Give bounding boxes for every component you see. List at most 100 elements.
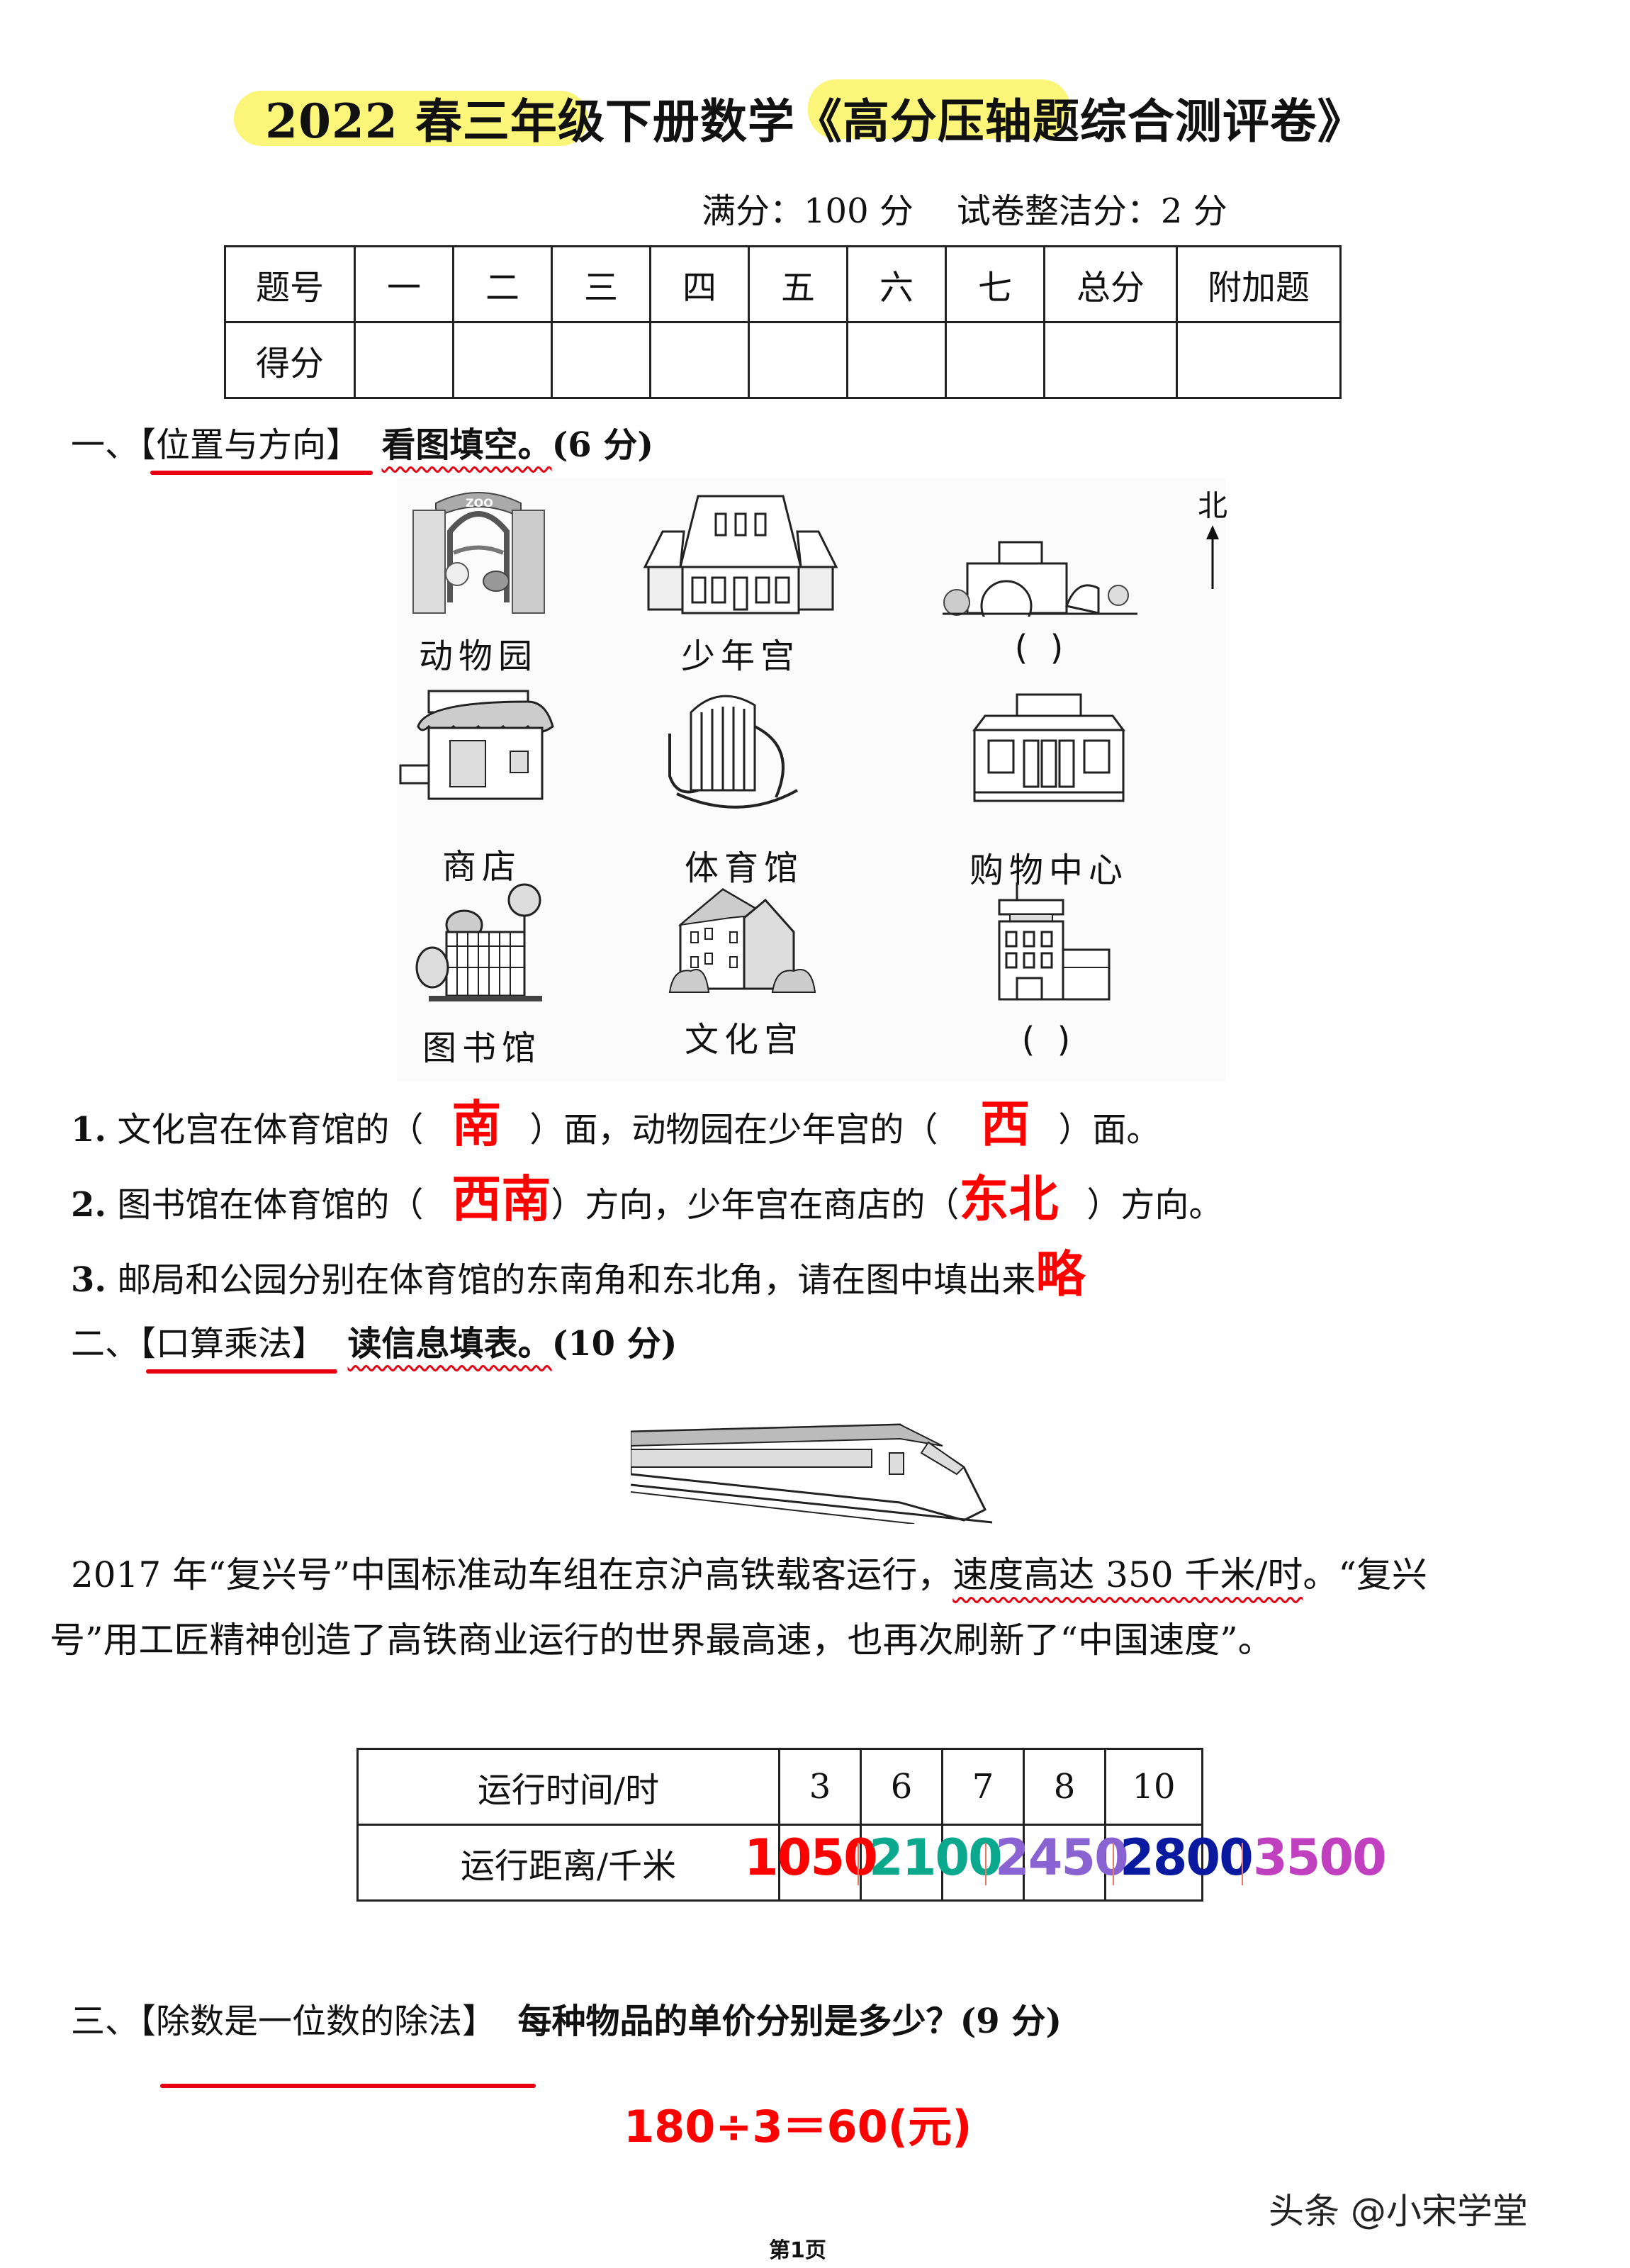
section1-heading: 一、【位置与方向】 看图填空。(6 分) [71,417,653,466]
page-number: 第1页 [769,2238,826,2263]
score-cell[interactable] [945,321,1045,399]
zoo-gate-icon: ZOO [412,492,545,614]
place-library: 图书馆 [400,882,563,1070]
section1-instruction: 看图填空。 [381,425,552,465]
north-arrow-icon [1206,525,1219,589]
divider [1242,1843,1243,1885]
col-6: 六 [846,245,947,323]
place-culture-palace: 文化宫 [659,882,829,1061]
paragraph-text-2: 。“复兴 [1303,1554,1427,1595]
place-shop: 商店 [397,684,567,888]
score-table: 题号 一 二 三 四 五 六 七 总分 附加题 得分 [224,245,1342,399]
place-label: 体育馆 [684,848,804,888]
section2-topic: 【口算乘法】 [139,1324,327,1364]
place-unknown-1: ( ) [928,482,1155,668]
distance-row-label: 运行距离/千米 [356,1824,780,1902]
distance-answer-5: 3500 [1253,1829,1387,1887]
col-2: 二 [452,245,553,323]
score-cell[interactable] [846,321,947,399]
col-5: 五 [748,245,848,323]
section1-number: 一、 [71,425,140,465]
section2-heading: 二、【口算乘法】 读信息填表。(10 分) [71,1315,678,1365]
place-label: 文化宫 [684,1020,804,1060]
score-cell[interactable] [452,321,553,399]
q1-answer-1[interactable]: 南 [451,1095,502,1153]
place-youth-palace: 少年宫 [638,482,843,678]
mall-icon [972,693,1125,802]
stadium-icon [668,695,798,809]
section2-points: (10 分) [551,1324,678,1364]
section3-answer: 180÷3＝60(元) [624,2101,972,2152]
q1-answer-2[interactable]: 西 [980,1095,1030,1153]
distance-cell[interactable] [778,1824,862,1902]
library-icon [415,883,542,1001]
section2-instruction: 读信息填表。 [347,1324,552,1364]
section3-points: (9 分) [960,2002,1062,2041]
title-highlight-right [808,79,1070,139]
divider [858,1843,859,1885]
north-label: 北 [1198,488,1228,523]
q2-answer-1[interactable]: 西南 [451,1170,551,1228]
time-cell: 3 [778,1748,862,1826]
q2-answer-2[interactable]: 东北 [959,1170,1059,1228]
place-label: 图书馆 [422,1028,541,1068]
youth-palace-icon [643,495,838,614]
place-stadium: 体育馆 [652,684,836,889]
score-cell[interactable] [551,321,651,399]
col-4: 四 [649,245,750,323]
score-cell[interactable] [649,321,750,399]
section3-heading: 三、【除数是一位数的除法】 每种物品的单价分别是多少？(9 分) [71,1993,1062,2043]
section3-number: 三、 [71,2002,140,2041]
section3-topic-underline [160,2084,536,2088]
distance-cell[interactable] [1104,1824,1203,1902]
distance-answer-1: 1050 [744,1829,878,1887]
q3-answer[interactable]: 略 [1035,1245,1086,1303]
q2-text-c: ）方向。 [1086,1185,1223,1225]
neatness-score: 试卷整洁分：2 分 [956,191,1227,231]
time-cell: 10 [1104,1748,1203,1826]
place-unknown-2: ( ) [943,882,1155,1060]
section3-topic: 【除数是一位数的除法】 [139,2002,497,2041]
col-1: 一 [354,245,454,323]
distance-answer-3: 2450 [995,1829,1129,1887]
q1-text-b: ）面，动物园在少年宫的（ [529,1110,938,1150]
question-2: 2. 图书馆在体育馆的（西南）方向，少年宫在商店的（东北）方向。 [71,1160,1222,1231]
paragraph-speed-highlight: 速度高达 350 千米/时 [952,1554,1303,1595]
distance-cell[interactable] [860,1824,943,1902]
high-speed-train-icon [631,1423,993,1524]
section1-topic: 【位置与方向】 [139,425,361,465]
score-table-label: 题号 [224,245,356,323]
score-cell[interactable] [1043,321,1178,399]
question-3: 3. 邮局和公园分别在体育馆的东南角和东北角，请在图中填出来略 [71,1235,1085,1306]
col-bonus: 附加题 [1176,245,1342,323]
time-cell: 7 [941,1748,1025,1826]
office-building-icon [998,882,1111,1001]
score-info: 满分：100 分 试卷整洁分：2 分 [702,183,1227,232]
shop-icon [399,690,554,800]
train-paragraph-line2: 号”用工匠精神创造了高铁商业运行的世界最高速，也再次刷新了“中国速度”。 [50,1619,1274,1661]
distance-cell[interactable] [941,1824,1025,1902]
place-zoo: ZOO 动物园 [397,482,560,678]
section2-topic-underline [146,1369,337,1374]
distance-cell[interactable] [1023,1824,1106,1902]
q1-text-a: 文化宫在体育馆的（ [117,1110,424,1150]
section1-points: (6 分) [551,425,654,465]
q3-text: 邮局和公园分别在体育馆的东南角和东北角，请在图中填出来 [117,1260,1036,1300]
score-cell[interactable] [354,321,454,399]
place-mall: 购物中心 [943,687,1155,892]
page-title: 2022 春三年级下册数学《高分压轴题综合测评卷》 [265,94,1365,149]
q3-number: 3. [71,1260,107,1300]
culture-palace-icon [668,888,816,993]
score-cell[interactable] [1176,321,1342,399]
place-label: 少年宫 [680,636,800,676]
time-cell: 6 [860,1748,943,1826]
place-label: ( ) [1021,1020,1077,1060]
score-table-header-row: 题号 一 二 三 四 五 六 七 总分 附加题 [224,245,1342,323]
question-1: 1. 文化宫在体育馆的（南）面，动物园在少年宫的（西）面。 [71,1084,1160,1156]
score-cell[interactable] [748,321,848,399]
q2-text-b: ）方向，少年宫在商店的（ [551,1185,960,1225]
q1-text-c: ）面。 [1058,1110,1161,1150]
watermark: 头条 @小宋学堂 [1269,2191,1528,2232]
paragraph-text-1: 2017 年“复兴号”中国标准动车组在京沪高铁载客运行， [71,1554,953,1595]
section1-topic-underline [150,471,373,475]
